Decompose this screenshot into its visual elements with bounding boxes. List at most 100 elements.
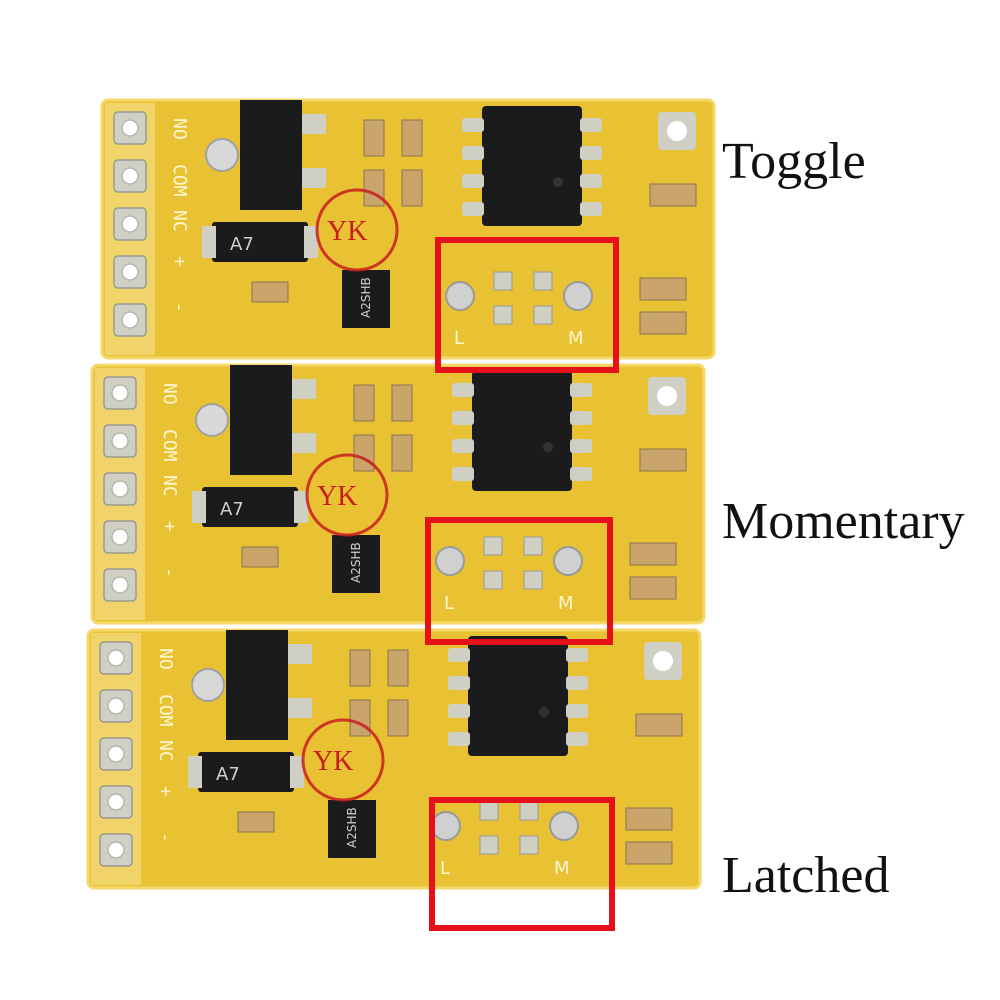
- ic-pin: [570, 467, 592, 481]
- ic-dot: [539, 707, 549, 717]
- diode: [202, 487, 298, 527]
- regulator-tab: [292, 379, 316, 399]
- ic-pin: [566, 704, 588, 718]
- capacitor: [237, 811, 275, 833]
- header-hole: [111, 528, 129, 546]
- mount-hole: [667, 121, 687, 141]
- capacitor: [349, 649, 371, 687]
- capacitor: [401, 119, 423, 157]
- header-hole: [107, 793, 125, 811]
- ic-pin: [566, 676, 588, 690]
- silk-pin-label: NC: [155, 740, 176, 762]
- silk-pin-label: NC: [159, 475, 180, 497]
- diode-marking: A7: [230, 234, 254, 255]
- capacitor: [387, 649, 409, 687]
- header-hole: [121, 263, 139, 281]
- header-hole: [111, 480, 129, 498]
- ic-pin: [580, 118, 602, 132]
- silk-pin-label: NO: [159, 383, 180, 405]
- diode-marking: A7: [220, 499, 244, 520]
- highlight-box: [435, 237, 619, 373]
- ic-pin: [580, 202, 602, 216]
- capacitor: [625, 841, 673, 865]
- capacitor: [353, 384, 375, 422]
- jumper-pad: [523, 536, 543, 556]
- diode-pad: [188, 756, 202, 788]
- header-hole: [107, 745, 125, 763]
- jumper-pad: [493, 271, 513, 291]
- header-hole: [111, 384, 129, 402]
- capacitor: [363, 169, 385, 207]
- jumper-pad: [533, 271, 553, 291]
- transistor-marking: A2SHB: [345, 807, 359, 848]
- diode-pad: [202, 226, 216, 258]
- ic-pin: [462, 202, 484, 216]
- diode-marking: A7: [216, 764, 240, 785]
- capacitor: [625, 807, 673, 831]
- capacitor: [649, 183, 697, 207]
- ic-pin: [448, 676, 470, 690]
- silk-pin-label: NC: [169, 210, 190, 232]
- regulator-pad: [205, 138, 239, 172]
- ic-pin: [570, 439, 592, 453]
- regulator-tab: [288, 644, 312, 664]
- solder-pad: [549, 811, 579, 841]
- diode: [212, 222, 308, 262]
- capacitor: [391, 434, 413, 472]
- label-toggle: Toggle: [722, 133, 866, 190]
- transistor: [342, 270, 390, 328]
- diode-pad: [294, 491, 308, 523]
- ic-pin: [580, 174, 602, 188]
- solder-pad: [445, 281, 475, 311]
- diode-pad: [304, 226, 318, 258]
- silk-pin-label: -: [169, 302, 190, 313]
- regulator-tab: [302, 114, 326, 134]
- transistor-marking-group: A2SHB: [349, 542, 363, 583]
- silk-pin-label: -: [159, 567, 180, 578]
- silk-pin-label: NO: [169, 118, 190, 140]
- header-hole: [121, 167, 139, 185]
- solder-pad: [553, 546, 583, 576]
- jumper-pad: [479, 801, 499, 821]
- silk-pad-right: M: [558, 593, 574, 614]
- capacitor: [629, 542, 677, 566]
- regulator-pad: [191, 668, 225, 702]
- solder-pad: [431, 811, 461, 841]
- capacitor: [391, 384, 413, 422]
- ic-pin: [570, 383, 592, 397]
- capacitor: [629, 576, 677, 600]
- ic-dot: [543, 442, 553, 452]
- logo-ring: [315, 188, 399, 272]
- silk-pin-label: +: [155, 786, 176, 797]
- transistor-marking-group: A2SHB: [359, 277, 373, 318]
- diode-pad: [290, 756, 304, 788]
- header-hole: [111, 432, 129, 450]
- jumper-pad: [483, 570, 503, 590]
- capacitor: [639, 277, 687, 301]
- ic-pin: [580, 146, 602, 160]
- capacitor: [635, 713, 683, 737]
- diode-pad: [192, 491, 206, 523]
- label-momentary: Momentary: [722, 493, 965, 550]
- jumper-pad: [479, 835, 499, 855]
- regulator-chip: [240, 100, 302, 210]
- capacitor: [401, 169, 423, 207]
- silk-pad-right: M: [554, 858, 570, 879]
- silk-pad-left: L: [440, 858, 450, 879]
- ic-pin: [570, 411, 592, 425]
- regulator-pad: [195, 403, 229, 437]
- logo-text: YK: [327, 216, 367, 247]
- header-hole: [111, 576, 129, 594]
- transistor: [328, 800, 376, 858]
- silk-pad-right: M: [568, 328, 584, 349]
- main-ic: [482, 106, 582, 226]
- highlight-box: [425, 517, 613, 645]
- capacitor: [387, 699, 409, 737]
